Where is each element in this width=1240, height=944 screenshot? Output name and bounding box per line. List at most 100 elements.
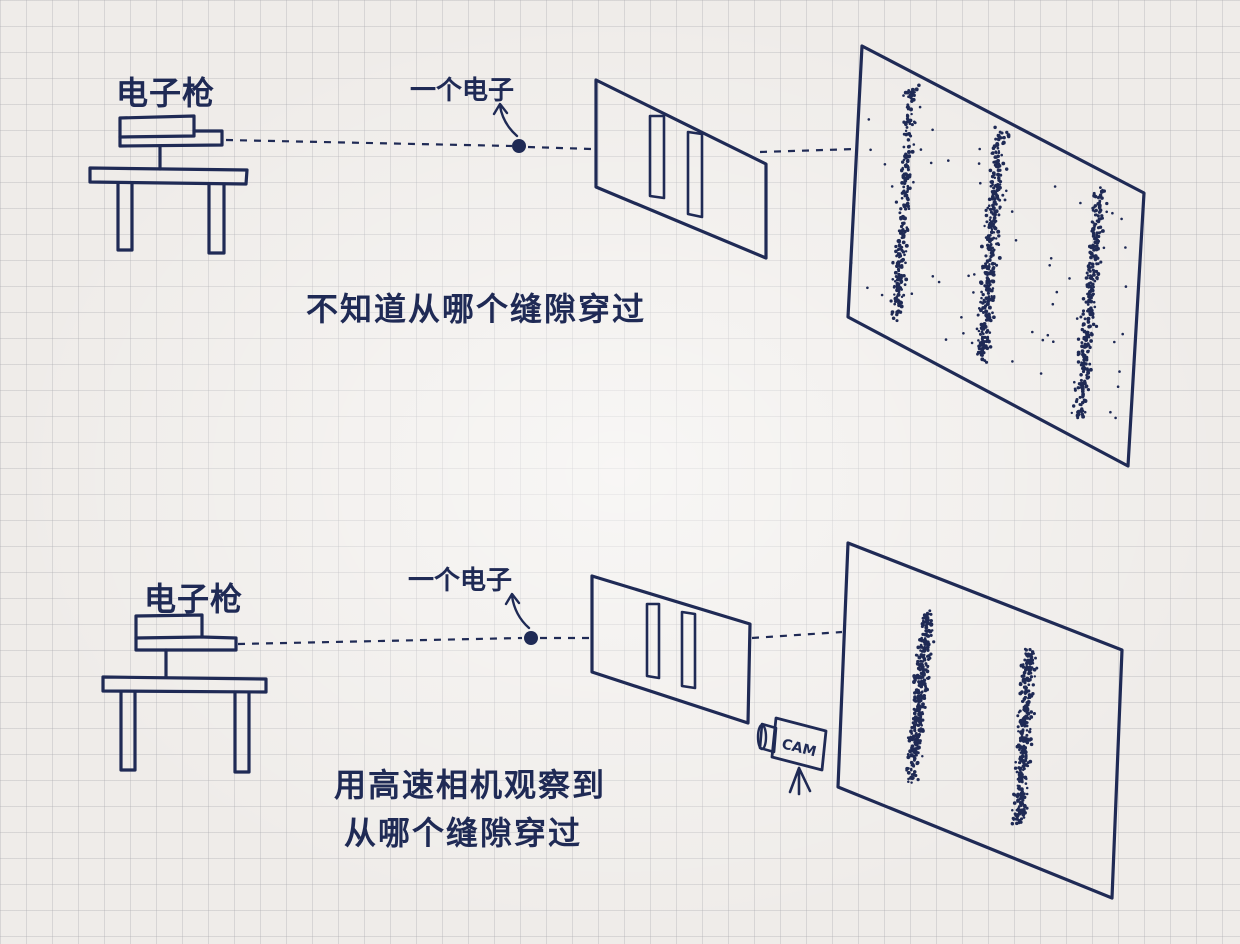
detection-dot — [996, 165, 1000, 169]
detection-dot — [909, 134, 913, 138]
detection-dot — [1003, 198, 1007, 202]
detection-dot — [1033, 675, 1037, 678]
detection-dot — [1093, 279, 1097, 283]
detection-dot — [1025, 724, 1029, 728]
detection-dot — [979, 342, 983, 346]
detection-dot — [1026, 711, 1031, 716]
detection-dot — [973, 273, 976, 276]
detection-dot — [1029, 710, 1034, 714]
detection-dot — [1022, 663, 1025, 666]
detection-dot — [905, 120, 909, 124]
detection-dot — [993, 125, 997, 130]
detection-dot — [1026, 703, 1030, 707]
detection-dot — [1031, 330, 1034, 334]
detection-dot — [1092, 226, 1096, 229]
detection-dot — [1088, 274, 1093, 278]
detection-dot — [993, 221, 997, 224]
detection-dot — [910, 737, 915, 742]
detection-dot — [1021, 764, 1025, 768]
detection-dot — [893, 296, 898, 301]
detection-dot — [913, 742, 918, 746]
detection-dot — [924, 624, 928, 628]
detection-dot — [913, 121, 917, 125]
detection-dot — [1028, 759, 1033, 764]
detection-dot — [901, 160, 905, 164]
detection-dot — [1024, 715, 1028, 719]
detection-dot — [895, 310, 900, 315]
detection-dot — [895, 254, 899, 257]
detection-dot — [994, 209, 999, 214]
bottom-caption-line1: 用高速相机观察到 — [334, 766, 607, 804]
detection-dot — [1018, 761, 1022, 765]
detection-dot — [1099, 260, 1103, 264]
detection-dot — [928, 629, 933, 634]
detection-dot — [911, 734, 916, 739]
detection-dot — [1082, 355, 1086, 359]
detection-dot — [927, 675, 931, 680]
detection-dot — [922, 696, 926, 700]
detection-dot — [909, 775, 914, 779]
detection-dot — [1026, 652, 1031, 657]
detection-dot — [996, 137, 1001, 141]
detection-dot — [913, 91, 916, 94]
top-electron-gun — [118, 114, 224, 171]
detection-dot — [1087, 344, 1091, 347]
detection-dot — [1018, 748, 1021, 752]
detection-dot — [1081, 312, 1085, 316]
detection-dot — [908, 749, 913, 754]
detection-dot — [899, 207, 903, 211]
detection-dot — [991, 146, 996, 151]
detection-dot — [900, 196, 904, 200]
detection-dot — [996, 229, 1001, 234]
detection-dot — [906, 113, 909, 117]
detection-dot — [1084, 276, 1089, 280]
detection-dot — [916, 734, 920, 738]
detection-dot — [906, 105, 910, 109]
detection-dot — [1025, 786, 1029, 790]
detection-dot — [910, 292, 914, 296]
detection-dot — [1078, 402, 1082, 407]
detection-dot — [980, 353, 984, 357]
detection-dot — [1095, 233, 1099, 237]
detection-dot — [894, 200, 899, 204]
detection-dot — [912, 724, 917, 728]
detection-dot — [1095, 256, 1099, 260]
detection-dot — [1020, 690, 1024, 694]
detection-dot — [917, 713, 921, 717]
detection-dot — [977, 162, 981, 165]
detection-dot — [1020, 801, 1025, 806]
detection-dot — [1025, 792, 1029, 796]
detection-dot — [910, 773, 914, 776]
detection-dot — [987, 305, 992, 310]
detection-dot — [992, 231, 996, 234]
detection-dot — [1000, 132, 1004, 135]
detection-dot — [1080, 366, 1085, 371]
detection-dot — [1088, 312, 1093, 317]
detection-dot — [1025, 740, 1030, 745]
detection-dot — [1004, 167, 1009, 171]
bottom-table — [101, 675, 268, 774]
detection-dot — [1088, 362, 1092, 366]
detection-dot — [1099, 194, 1103, 197]
detection-dot — [895, 319, 899, 323]
detection-dot — [996, 159, 1000, 163]
detection-dot — [899, 231, 903, 235]
detection-dot — [984, 296, 989, 301]
detection-dot — [1089, 339, 1093, 343]
detection-dot — [1019, 808, 1023, 812]
detection-dot — [1016, 725, 1020, 729]
detection-dot — [906, 132, 909, 136]
detection-dot — [899, 217, 903, 221]
detection-dot — [981, 332, 985, 336]
detection-dot — [903, 253, 906, 257]
detection-dot — [901, 240, 906, 245]
top-beam-2 — [527, 145, 593, 151]
detection-dot — [912, 143, 916, 146]
detection-dot — [1078, 386, 1081, 390]
detection-dot — [1100, 229, 1105, 233]
detection-dot — [997, 213, 1001, 217]
detection-dot — [967, 274, 970, 278]
detection-dot — [902, 145, 906, 149]
detection-dot — [1084, 384, 1089, 389]
detection-dot — [992, 216, 997, 220]
